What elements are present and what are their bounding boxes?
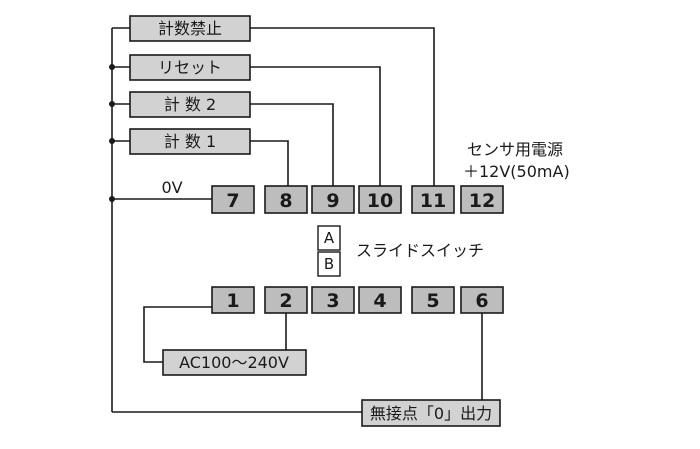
junction-dot <box>109 64 115 70</box>
input-reset: リセット <box>129 54 251 81</box>
sensor-power-line1: センサ用電源 <box>467 140 563 159</box>
terminal-10-number: 10 <box>367 190 393 212</box>
terminal-6: 6 <box>460 286 504 314</box>
input-count1-label: 計 数 1 <box>164 132 216 151</box>
junction-dot <box>109 196 115 202</box>
terminal-11: 11 <box>411 185 455 214</box>
zero-volt-label: 0V <box>161 178 182 197</box>
terminal-12: 12 <box>460 185 504 214</box>
power-supply-label: AC100～240V <box>179 353 289 372</box>
terminal-5: 5 <box>411 286 455 314</box>
junction-dot <box>109 101 115 107</box>
power-supply: AC100～240V <box>162 349 307 376</box>
terminal-3: 3 <box>311 286 355 314</box>
input-inhibit-label: 計数禁止 <box>158 19 222 38</box>
terminal-9: 9 <box>311 185 355 214</box>
terminal-9-number: 9 <box>326 190 339 212</box>
junction-dot <box>109 138 115 144</box>
input-count2: 計 数 2 <box>129 91 251 118</box>
terminal-8: 8 <box>264 185 308 214</box>
input-count1: 計 数 1 <box>129 128 251 155</box>
switch-position-b <box>317 251 341 277</box>
terminal-1: 1 <box>211 286 255 314</box>
slide-switch-label: スライドスイッチ <box>356 241 484 260</box>
terminal-6-number: 6 <box>475 290 488 312</box>
terminal-4: 4 <box>358 286 402 314</box>
wire-inhibit-to-terminal-11 <box>250 27 435 186</box>
terminal-10: 10 <box>358 185 402 214</box>
terminal-7-number: 7 <box>226 190 239 212</box>
terminal-2-number: 2 <box>279 290 292 312</box>
terminal-4-number: 4 <box>373 290 386 312</box>
switch-position-a-label: A <box>324 229 335 247</box>
terminal-3-number: 3 <box>326 290 339 312</box>
wire-count2-to-terminal-9 <box>250 103 334 186</box>
wire-reset-to-terminal-10 <box>250 66 381 186</box>
wire-count1-to-terminal-8 <box>250 140 289 186</box>
output-label: 無接点「0」出力 <box>370 404 492 423</box>
terminal-1-number: 1 <box>226 290 239 312</box>
input-reset-label: リセット <box>158 58 222 77</box>
terminal-7: 7 <box>211 185 255 214</box>
input-count2-label: 計 数 2 <box>164 95 216 114</box>
slide-switch: A B <box>317 225 341 277</box>
switch-position-b-label: B <box>324 255 334 273</box>
sensor-power-line2: ＋12V(50mA) <box>463 162 570 181</box>
switch-position-a <box>317 225 341 251</box>
input-inhibit: 計数禁止 <box>129 15 251 42</box>
terminal-12-number: 12 <box>469 190 495 212</box>
terminal-11-number: 11 <box>420 190 446 212</box>
terminal-5-number: 5 <box>426 290 439 312</box>
terminal-8-number: 8 <box>279 190 292 212</box>
terminal-2: 2 <box>264 286 308 314</box>
output: 無接点「0」出力 <box>361 399 501 427</box>
